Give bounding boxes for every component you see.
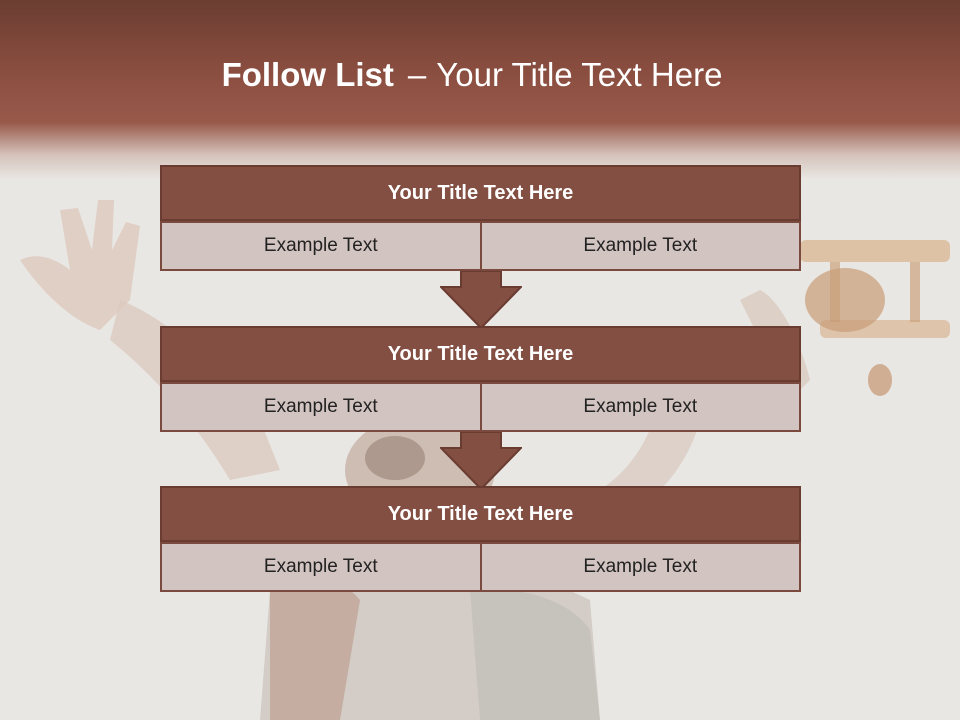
block-row: Example Text Example Text [160, 221, 801, 271]
title-bold-part: Follow List [221, 56, 394, 93]
list-block-2: Your Title Text Here Example Text Exampl… [160, 326, 801, 432]
down-arrow-icon [440, 432, 522, 490]
block-cell-left: Example Text [160, 542, 482, 592]
down-arrow-icon [440, 271, 522, 329]
block-row: Example Text Example Text [160, 542, 801, 592]
title-rest-part: Your Title Text Here [436, 56, 723, 93]
block-cell-left: Example Text [160, 382, 482, 432]
list-block-3: Your Title Text Here Example Text Exampl… [160, 486, 801, 592]
block-cell-right: Example Text [481, 221, 801, 271]
header-band [0, 0, 960, 180]
block-cell-right: Example Text [481, 542, 801, 592]
block-cell-right: Example Text [481, 382, 801, 432]
block-title: Your Title Text Here [160, 326, 801, 382]
slide-title: Follow List–Your Title Text Here [0, 56, 944, 94]
block-row: Example Text Example Text [160, 382, 801, 432]
title-separator: – [407, 56, 427, 93]
list-block-1: Your Title Text Here Example Text Exampl… [160, 165, 801, 271]
block-cell-left: Example Text [160, 221, 482, 271]
block-title: Your Title Text Here [160, 486, 801, 542]
block-title: Your Title Text Here [160, 165, 801, 221]
